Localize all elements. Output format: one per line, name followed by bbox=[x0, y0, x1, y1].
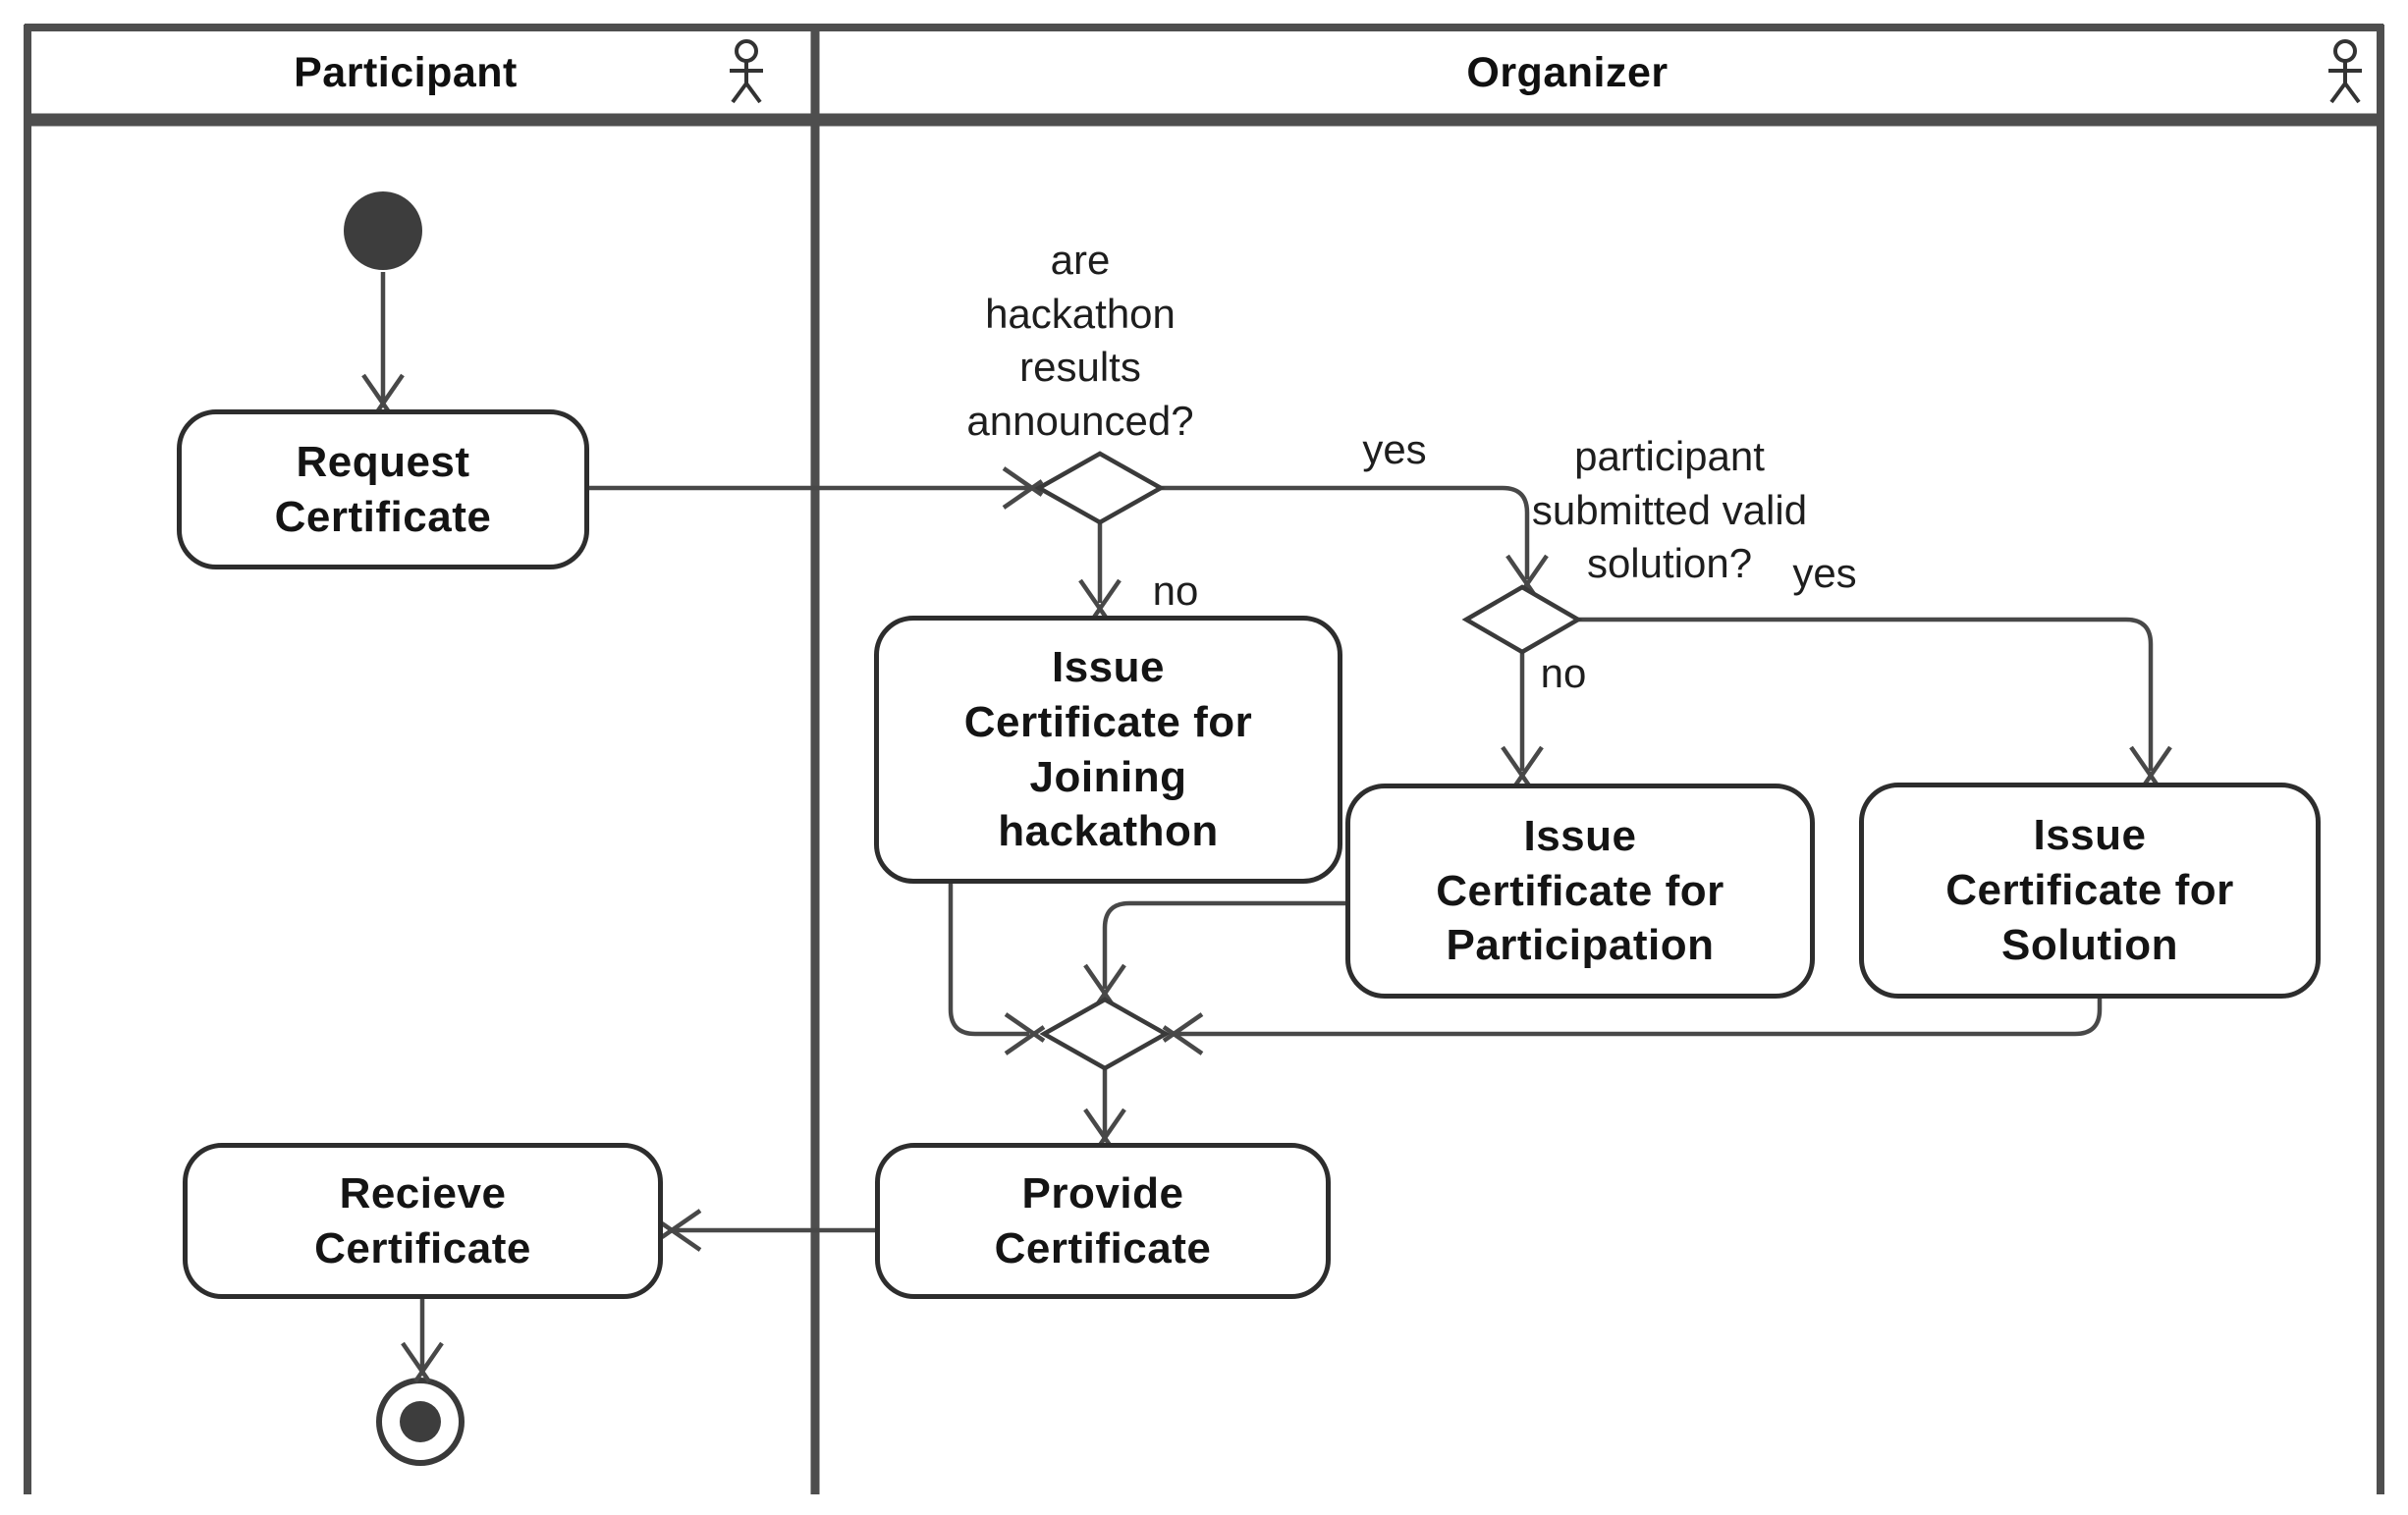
activity-issue-certificate-joining: Issue Certificate for Joining hackathon bbox=[874, 616, 1342, 884]
activity-issue-certificate-solution: Issue Certificate for Solution bbox=[1859, 783, 2321, 999]
arrowhead-down bbox=[2129, 745, 2172, 787]
edge-participation-to-merge bbox=[1102, 900, 1345, 989]
guard-solution-yes: yes bbox=[1792, 550, 1857, 596]
activity-provide-certificate: Provide Certificate bbox=[875, 1143, 1331, 1299]
arrowhead-down bbox=[401, 1341, 444, 1383]
arrowhead-down bbox=[1083, 1108, 1126, 1150]
arrowhead-left bbox=[660, 1209, 702, 1252]
swimlane-frame bbox=[24, 24, 2384, 1494]
guard-solution-no: no bbox=[1540, 650, 1587, 696]
edge-decision1-yes bbox=[1161, 485, 1530, 579]
activity-issue-certificate-participation: Issue Certificate for Participation bbox=[1345, 784, 1815, 999]
arrowhead-right bbox=[1002, 466, 1044, 510]
start-node bbox=[344, 191, 422, 270]
edge-solution-to-merge bbox=[1177, 999, 2103, 1037]
arrowhead-down bbox=[1501, 745, 1544, 787]
decision-results-announced bbox=[1034, 451, 1166, 525]
decision-label-results-announced: are hackathon results announced? bbox=[966, 237, 1194, 444]
arrowheads bbox=[361, 373, 2172, 1383]
end-node bbox=[376, 1378, 465, 1466]
organizer-actor-icon bbox=[2328, 39, 2362, 104]
decision-diamonds bbox=[1034, 451, 1583, 1071]
arrowhead-down bbox=[1078, 578, 1122, 621]
decision-label-valid-solution: participant submitted valid solution? bbox=[1531, 433, 1808, 587]
arrowhead-right bbox=[1004, 1012, 1046, 1055]
guard-announced-no: no bbox=[1152, 568, 1199, 614]
activity-request-certificate: Request Certificate bbox=[177, 409, 589, 569]
lane-header-organizer: Organizer bbox=[1466, 49, 1669, 96]
edge-joining-to-merge bbox=[948, 884, 1029, 1037]
arrowhead-left bbox=[1162, 1012, 1204, 1055]
lane-header-participant: Participant bbox=[294, 49, 518, 96]
merge-diamond bbox=[1039, 997, 1171, 1071]
guard-announced-yes: yes bbox=[1362, 426, 1427, 472]
decision-valid-solution bbox=[1461, 584, 1583, 655]
arrowhead-down bbox=[361, 373, 405, 415]
activity-recieve-certificate: Recieve Certificate bbox=[183, 1143, 663, 1299]
participant-actor-icon bbox=[730, 39, 763, 104]
arrowhead-down bbox=[1083, 963, 1126, 1005]
edge-decision2-yes bbox=[1578, 617, 2154, 771]
diagram-edges bbox=[380, 272, 2154, 1368]
